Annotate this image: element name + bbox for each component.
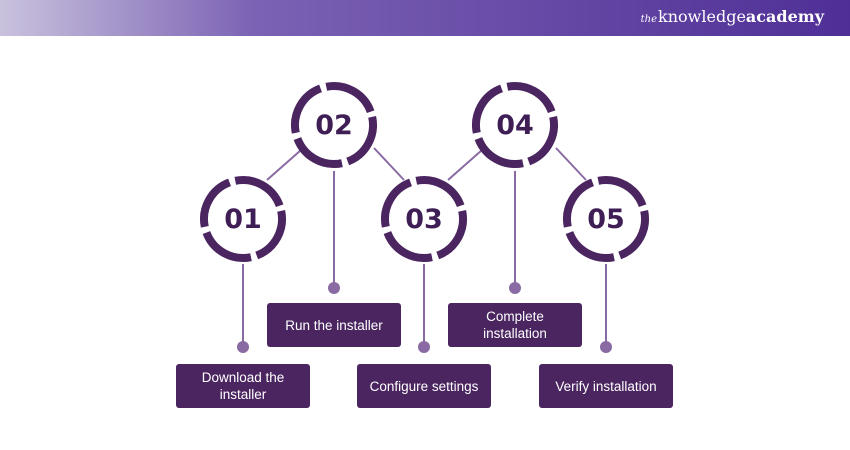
header-banner: theknowledgeacademy xyxy=(0,0,850,36)
connector-02-03 xyxy=(373,147,405,181)
drop-dot-02 xyxy=(328,282,340,294)
drop-dot-04 xyxy=(509,282,521,294)
step-number-04: 04 xyxy=(496,109,534,141)
circle-connectors xyxy=(266,147,587,181)
drop-lines xyxy=(237,171,612,353)
step-ring-02 xyxy=(291,82,377,168)
brand-prefix: the xyxy=(640,14,658,25)
step-ring-05 xyxy=(563,176,649,262)
drop-dot-05 xyxy=(600,341,612,353)
step-ring-03 xyxy=(381,176,467,262)
step-label-01: Download the installer xyxy=(176,364,310,408)
drop-dot-03 xyxy=(418,341,430,353)
brand-knowledge: knowledge xyxy=(658,7,746,26)
step-number-05: 05 xyxy=(587,203,625,235)
step-ring-04 xyxy=(472,82,558,168)
brand-logo: theknowledgeacademy xyxy=(641,6,824,31)
step-label-05: Verify installation xyxy=(539,364,673,408)
connector-03-04 xyxy=(447,149,483,181)
step-number-01: 01 xyxy=(224,203,262,235)
step-rings xyxy=(200,82,649,262)
connector-04-05 xyxy=(555,147,587,181)
step-number-03: 03 xyxy=(405,203,443,235)
step-label-04: Complete installation xyxy=(448,303,582,347)
connector-01-02 xyxy=(266,149,302,181)
step-label-03: Configure settings xyxy=(357,364,491,408)
step-number-02: 02 xyxy=(315,109,353,141)
drop-dot-01 xyxy=(237,341,249,353)
step-label-02: Run the installer xyxy=(267,303,401,347)
brand-academy: academy xyxy=(745,7,824,26)
step-ring-01 xyxy=(200,176,286,262)
